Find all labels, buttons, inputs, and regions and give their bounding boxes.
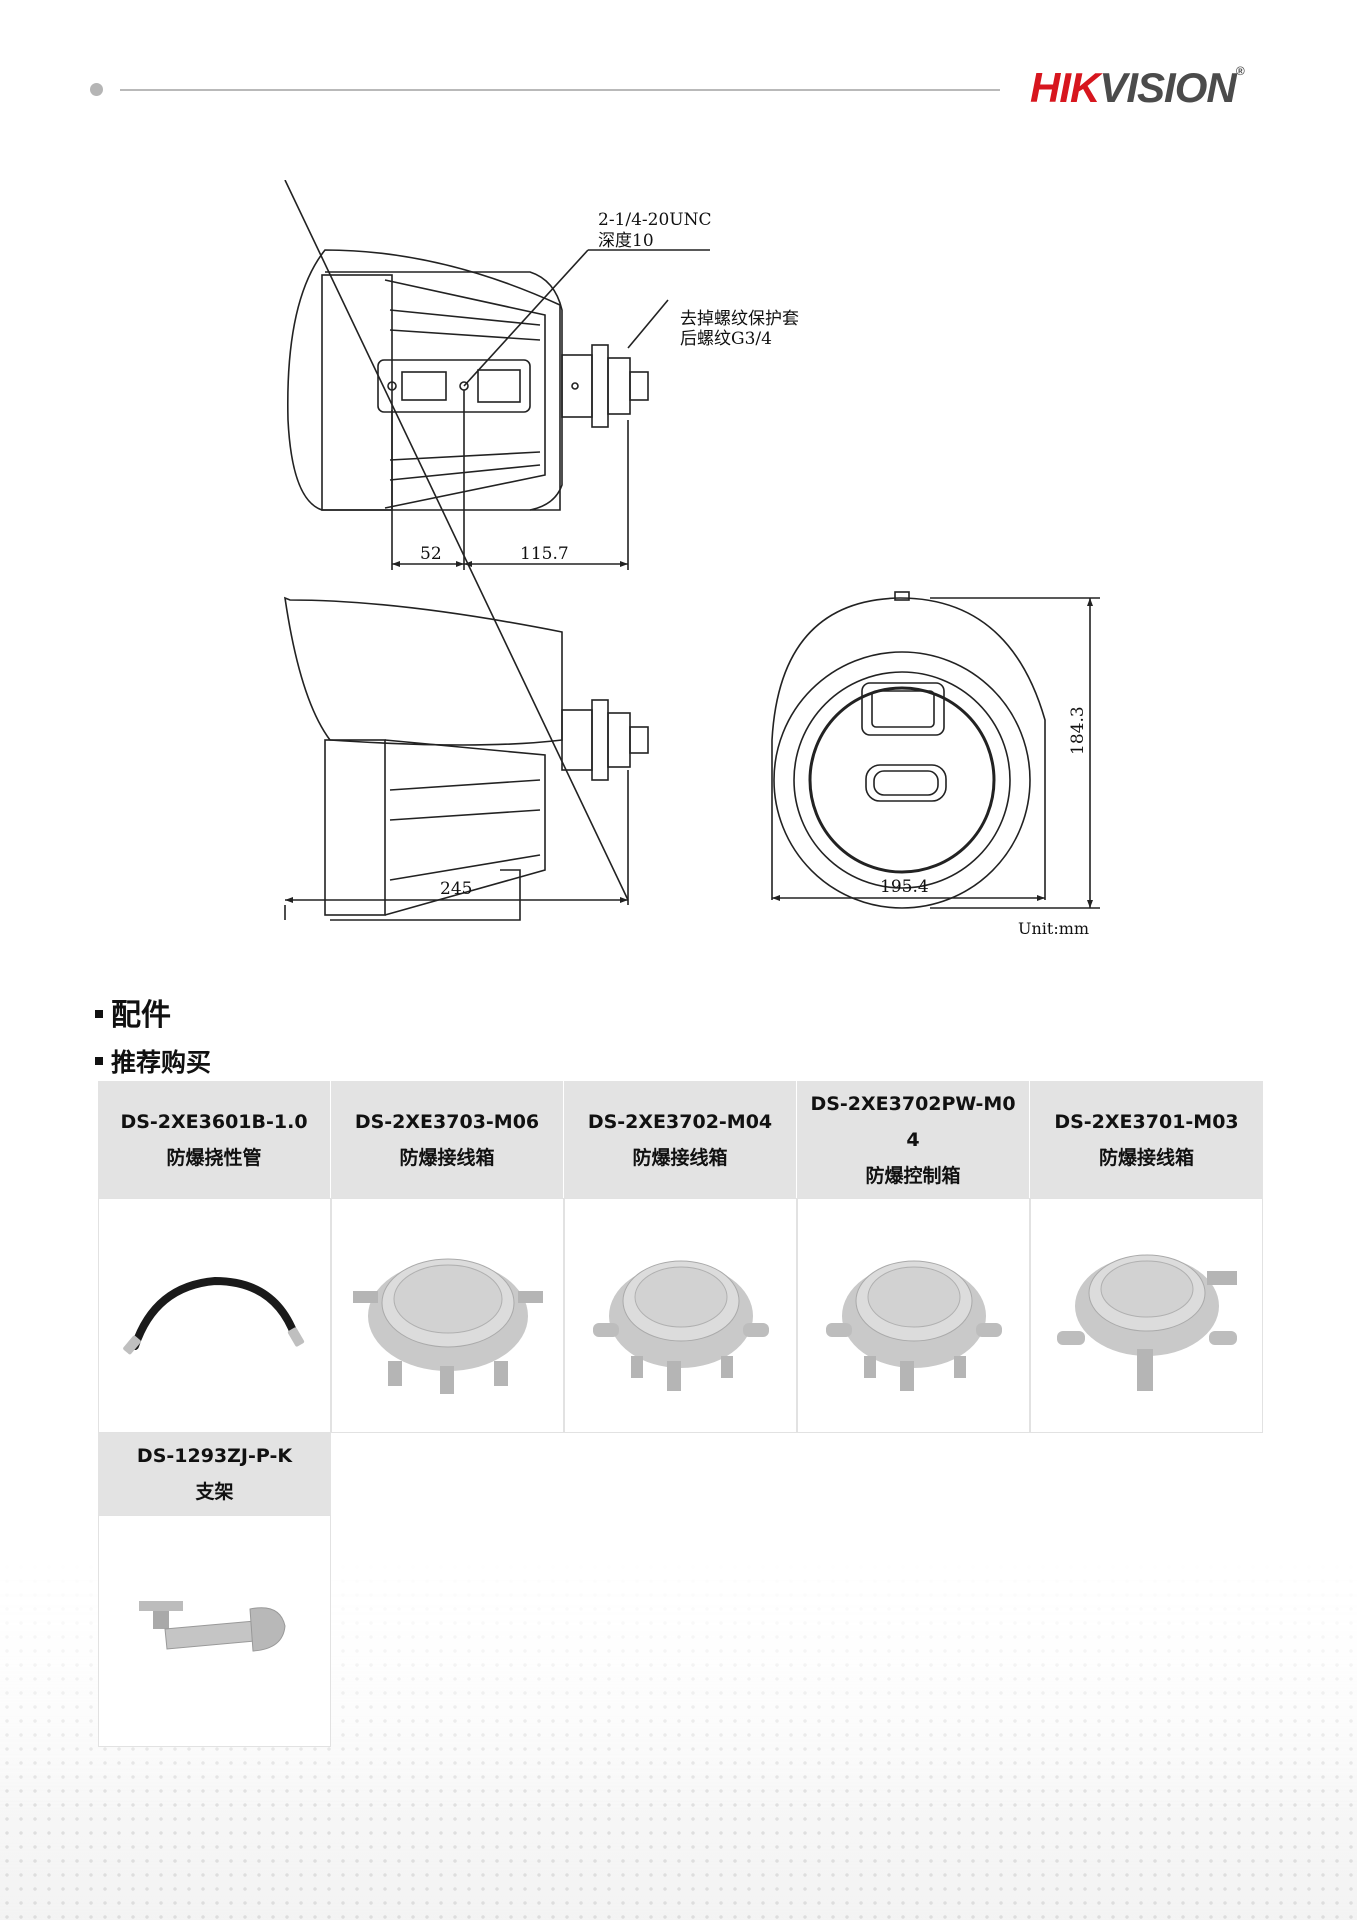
- product-header-pw-m04: DS-2XE3702PW-M0 4 防爆控制箱: [797, 1081, 1030, 1198]
- product-header-m04: DS-2XE3702-M04 防爆接线箱: [564, 1081, 797, 1198]
- product-header-bracket: DS-1293ZJ-P-K 支架: [98, 1433, 331, 1515]
- annot-note-1: 去掉螺纹保护套: [680, 309, 799, 329]
- dim-115: 115.7: [520, 544, 569, 564]
- hikvision-logo: HIKVISION®: [1030, 64, 1245, 111]
- header-rule: [120, 89, 1000, 91]
- annot-note-2: 后螺纹G3/4: [680, 329, 772, 349]
- front-view-hood: [771, 597, 1046, 741]
- junction-box-icon: [352, 1258, 543, 1394]
- annot-thread-1: 2-1/4-20UNC: [598, 210, 712, 230]
- wall-bracket-icon: [138, 1601, 286, 1652]
- product-image-pw-m04: [797, 1198, 1030, 1433]
- dim-245: 245: [440, 879, 472, 899]
- dim-52: 52: [420, 544, 442, 564]
- product-header-m06: DS-2XE3703-M06 防爆接线箱: [331, 1081, 564, 1198]
- leader-thread: [463, 249, 589, 387]
- product-image-m03: [1030, 1198, 1263, 1433]
- dim-195: 195.4: [880, 877, 929, 897]
- unit-label: Unit:mm: [1018, 919, 1089, 938]
- dimension-drawing: 2-1/4-20UNC 深度10 去掉螺纹保护套 后螺纹G3/4 52 115.…: [0, 179, 1357, 960]
- control-box-icon: [825, 1260, 1002, 1391]
- flexible-hose-icon: [122, 1276, 304, 1354]
- product-image-m06: [331, 1198, 564, 1433]
- annot-thread-2: 深度10: [598, 231, 654, 251]
- front-view-body: [773, 651, 1031, 909]
- dim-184: 184.3: [1068, 706, 1088, 755]
- top-view-hood: [286, 249, 561, 511]
- leader-note: [627, 299, 669, 349]
- product-header-m03: DS-2XE3701-M03 防爆接线箱: [1030, 1081, 1263, 1198]
- product-image-bracket: [98, 1515, 331, 1747]
- header-dot: [90, 83, 103, 96]
- section-recommended: 推荐购买: [95, 1043, 211, 1079]
- junction-box-icon: [1056, 1254, 1237, 1391]
- dimension-drawing-svg: 2-1/4-20UNC 深度10 去掉螺纹保护套 后螺纹G3/4 52 115.…: [284, 179, 1100, 938]
- section-accessories: 配件: [95, 990, 171, 1034]
- product-image-hose: [98, 1198, 331, 1433]
- junction-box-icon: [592, 1260, 769, 1391]
- product-header-hose: DS-2XE3601B-1.0 防爆挠性管: [98, 1081, 331, 1198]
- product-image-m04: [564, 1198, 797, 1433]
- side-view-hood: [284, 596, 563, 746]
